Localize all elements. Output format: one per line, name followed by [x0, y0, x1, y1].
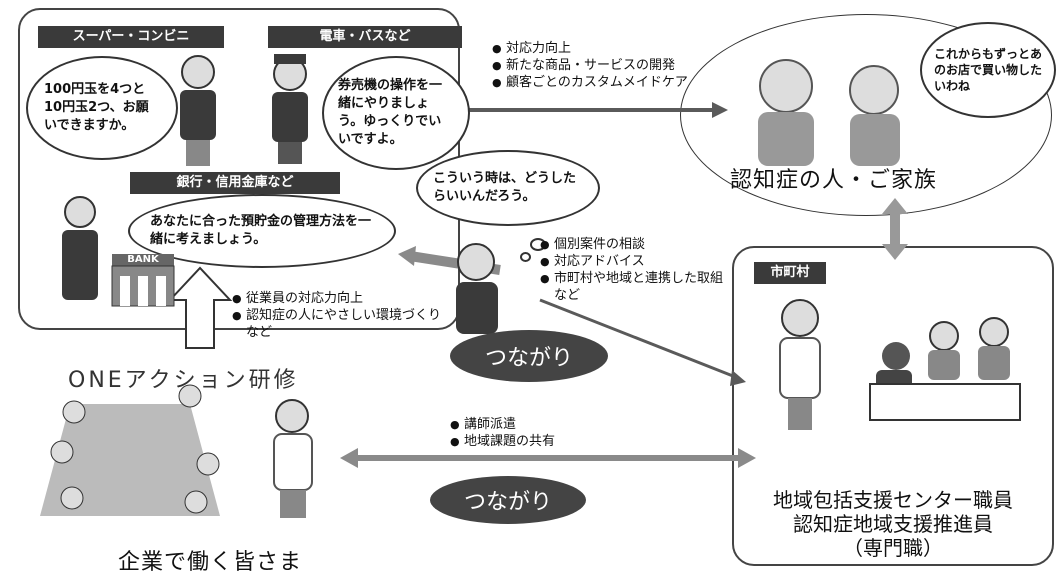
elderly-couple-figure	[758, 59, 900, 166]
instructor-figure	[273, 399, 313, 518]
label-municipality: 市町村	[754, 262, 826, 284]
top-bullet-list: 対応力向上 新たな商品・サービスの開発 顧客ごとのカスタムメイドケア	[492, 40, 752, 91]
training-bullet-list: 従業員の対応力向上 認知症の人にやさしい環境づくり など	[232, 290, 454, 341]
worried-man-figure	[456, 243, 498, 334]
train-staff-figure	[272, 54, 308, 164]
center-title-line1: 地域包括支援センター職員	[773, 488, 1013, 512]
center-title: 地域包括支援センター職員 認知症地域支援推進員 （専門職）	[738, 488, 1048, 560]
label-supermarket: スーパー・コンビニ	[38, 26, 224, 48]
label-train-bus: 電車・バスなど	[268, 26, 462, 48]
municipality-staff-figure	[779, 299, 821, 430]
center-title-line2: 認知症地域支援推進員	[793, 512, 993, 536]
consultation-figure	[869, 317, 1021, 421]
thought-dot-2	[520, 252, 531, 262]
bubble-worried: こういう時は、どうしたらいいんだろう。	[416, 150, 600, 226]
company-title: 企業で働く皆さま	[118, 550, 303, 575]
meeting-figure	[40, 384, 220, 516]
connection-pill-bottom: つながり	[430, 476, 586, 524]
bank-building	[111, 254, 175, 307]
bubble-ticket-text: 券売機の操作を一緒にやりましょう。ゆっくりでいいですよ。	[338, 78, 443, 147]
consult-bullet: 個別案件の相談	[540, 236, 726, 253]
bubble-coins: 100円玉を4つと10円玉2つ、お願いできますか。	[26, 56, 178, 160]
family-title: 認知症の人・ご家族	[730, 168, 938, 193]
cashier-figure	[180, 55, 216, 166]
consult-bullet: 対応アドバイス	[540, 253, 726, 270]
label-bank: 銀行・信用金庫など	[130, 172, 340, 194]
center-title-line3: （専門職）	[843, 536, 943, 560]
bank-sign: BANK	[127, 254, 159, 265]
lecturer-bullet-list: 講師派遣 地域課題の共有	[450, 416, 610, 450]
bank-clerk-figure	[62, 196, 98, 300]
bubble-elderly: これからもずっとあのお店で買い物したいわね	[920, 22, 1056, 118]
lecturer-bullet: 地域課題の共有	[450, 433, 610, 450]
bubble-coins-text: 100円玉を4つと10円玉2つ、お願いできますか。	[44, 82, 149, 133]
bubble-worried-text: こういう時は、どうしたらいいんだろう。	[433, 171, 577, 204]
bubble-elderly-text: これからもずっとあのお店で買い物したいわね	[934, 47, 1043, 93]
training-bullet: 認知症の人にやさしい環境づくり など	[232, 307, 454, 341]
top-bullet: 対応力向上	[492, 40, 752, 57]
training-bullet: 従業員の対応力向上	[232, 290, 442, 307]
consult-bullet-list: 個別案件の相談 対応アドバイス 市町村や地域と連携した取組 など	[540, 236, 736, 304]
one-action-title: ONEアクション研修	[68, 368, 299, 393]
lecturer-bullet: 講師派遣	[450, 416, 610, 433]
connection-pill-top: つながり	[450, 330, 608, 382]
consult-bullet: 市町村や地域と連携した取組 など	[540, 270, 736, 304]
bubble-ticket: 券売機の操作を一緒にやりましょう。ゆっくりでいいですよ。	[322, 56, 470, 170]
bubble-bank-advice-text: あなたに合った預貯金の管理方法を一緒に考えましょう。	[150, 214, 372, 247]
top-bullet: 顧客ごとのカスタムメイドケア	[492, 74, 752, 91]
top-bullet: 新たな商品・サービスの開発	[492, 57, 752, 74]
